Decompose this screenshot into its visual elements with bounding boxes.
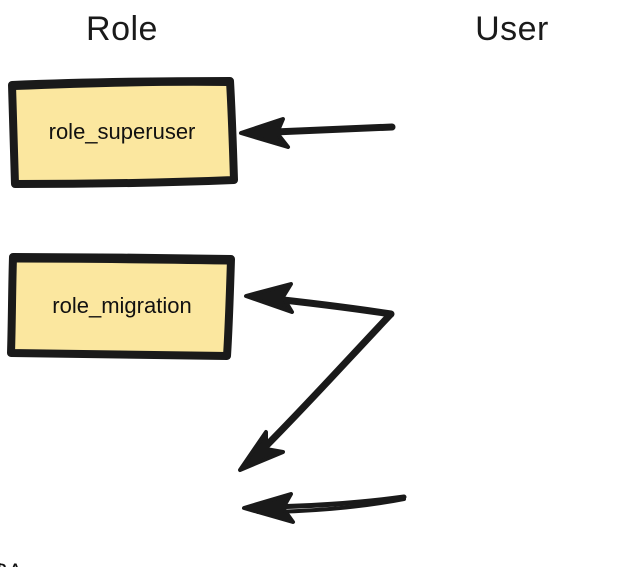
column-header-role: Role (86, 10, 158, 48)
node-role-migration[interactable]: role_migration (7, 250, 237, 362)
edge-bytebase-to-role-migration (244, 282, 395, 318)
node-role-superuser[interactable]: role_superuser (7, 76, 238, 188)
edge-bytebase-to-role-rw (238, 311, 394, 472)
column-header-user: User (475, 10, 549, 48)
edge-dba-to-role-superuser (239, 117, 396, 149)
edge-app-to-role-rw (242, 492, 407, 524)
